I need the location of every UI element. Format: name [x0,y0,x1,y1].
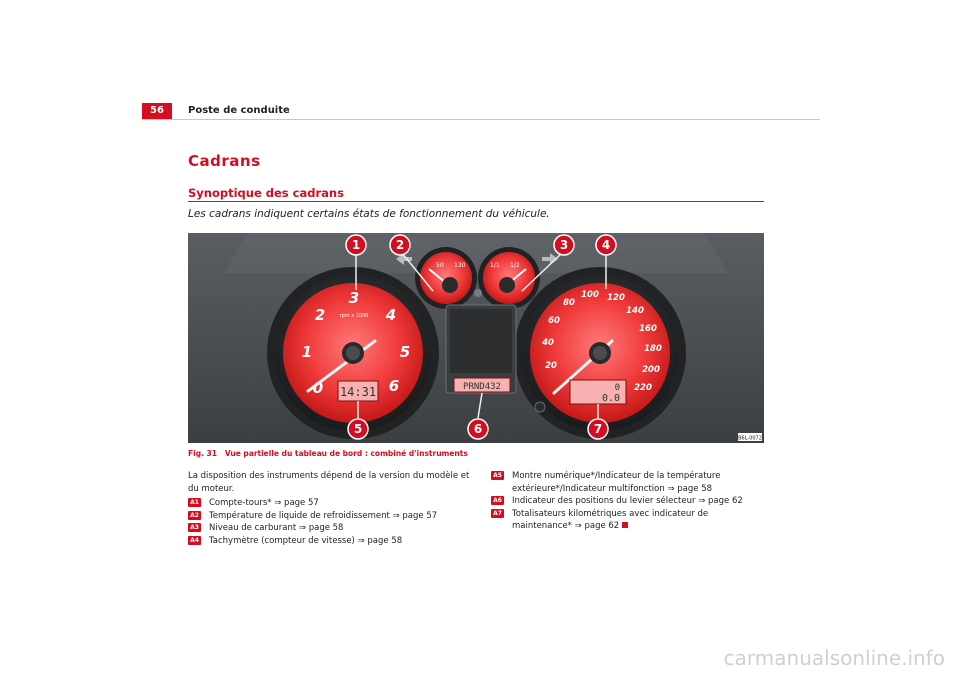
speedo-tick: 100 [581,290,599,300]
figure-ref-code: B6L-0072 [738,436,762,442]
item-badge: A3 [188,523,201,532]
section-title: Cadrans [188,152,261,170]
turn-right-icon [542,253,558,265]
callout-4: 4 [602,238,610,252]
list-item: A5 Montre numérique*/Indicateur de la te… [491,470,766,495]
callout-1: 1 [352,238,360,252]
coolant-tick: 130 [454,262,466,269]
tacho-tick: 1 [302,343,312,361]
section-subtitle: Synoptique des cadrans [188,186,344,200]
tacho-unit: rpm x 1000 [340,313,369,319]
watermark: carmanualsonline.info [723,646,945,670]
callout-3: 3 [560,238,568,252]
item-text: Indicateur des positions du levier sélec… [512,496,743,506]
coolant-gauge: 50 130 [415,247,477,309]
item-badge: A1 [188,498,201,507]
list-item: A6 Indicateur des positions du levier sé… [491,495,766,508]
tacho-tick: 0 [313,379,323,397]
trip-display: 0 [615,383,620,393]
turn-left-icon [396,253,412,265]
callout-2: 2 [396,238,404,252]
tacho-tick: 4 [385,306,396,324]
gear-display: PRND432 [463,382,501,392]
tacho-needle [306,339,377,393]
running-title: Poste de conduite [188,105,290,116]
figure-caption: Fig. 31 Vue partielle du tableau de bord… [188,449,468,458]
fuel-tick: 1/1 [490,262,500,269]
intro-text: Les cadrans indiquent certains états de … [188,208,550,220]
cluster-illustration: 0 1 2 3 4 5 6 rpm x 1000 14:31 20 40 [188,233,764,443]
speedo-tick: 40 [541,338,554,348]
speedo-tick: 120 [607,293,625,303]
fuel-gauge: 1/1 1/2 [478,247,540,309]
list-item: A2 Température de liquide de refroidisse… [188,510,478,523]
tacho-tick: 2 [315,306,325,324]
callout-6: 6 [474,422,482,436]
item-badge: A4 [188,535,201,545]
speedo-tick: 220 [634,383,652,393]
end-of-section-mark [622,522,629,528]
tacho-tick: 6 [389,377,399,395]
item-text: Compte-tours* ⇒ page 57 [209,498,319,508]
speedometer-gauge: 20 40 60 80 100 120 140 160 180 200 220 … [514,267,686,439]
tacho-tick: 3 [349,289,359,307]
item-text: Tachymètre (compteur de vitesse) ⇒ page … [209,535,403,546]
body-left-column: La disposition des instruments dépend de… [188,470,478,547]
tachometer-gauge: 0 1 2 3 4 5 6 rpm x 1000 14:31 [267,267,439,439]
coolant-tick: 50 [436,262,444,269]
item-text: Montre numérique*/Indicateur de la tempé… [512,471,721,494]
item-text: Niveau de carburant ⇒ page 58 [209,523,344,533]
odometer-display: 0.0 [602,393,620,404]
speedo-tick: 200 [642,365,660,375]
gear-display-panel: PRND432 [445,304,517,394]
warning-lamp-icon [474,289,482,297]
item-text: Totalisateurs kilométriques avec indicat… [512,508,709,532]
speedo-tick: 60 [548,316,560,326]
caption-label: Fig. 31 [188,449,217,458]
caption-text: Vue partielle du tableau de bord : combi… [224,449,468,458]
speedo-tick: 20 [545,361,557,371]
speedo-tick: 160 [639,324,657,334]
speedo-tick: 180 [644,344,662,354]
item-badge: A2 [188,510,201,520]
clock-display: 14:31 [340,385,376,399]
list-item: A4 Tachymètre (compteur de vitesse) ⇒ pa… [188,535,478,548]
tacho-tick: 5 [400,343,410,361]
speedo-tick: 140 [626,306,644,316]
header-rule [142,119,820,120]
subtitle-rule [188,201,764,202]
body-right-column: A5 Montre numérique*/Indicateur de la te… [491,470,766,533]
instrument-cluster-figure: 0 1 2 3 4 5 6 rpm x 1000 14:31 20 40 [188,233,764,443]
list-item: A7 Totalisateurs kilométriques avec indi… [491,508,766,533]
lead-paragraph: La disposition des instruments dépend de… [188,471,470,494]
callout-7: 7 [594,422,602,436]
page-number: 56 [142,103,172,119]
list-item: A3 Niveau de carburant ⇒ page 58 [188,522,478,535]
item-text: Température de liquide de refroidissemen… [209,510,438,521]
speedo-tick: 80 [563,298,575,308]
callout-5: 5 [354,422,362,436]
item-badge: A5 [491,471,504,480]
fuel-tick: 1/2 [510,262,520,269]
item-badge: A7 [491,508,504,518]
list-item: A1 Compte-tours* ⇒ page 57 [188,497,478,510]
item-badge: A6 [491,496,504,505]
